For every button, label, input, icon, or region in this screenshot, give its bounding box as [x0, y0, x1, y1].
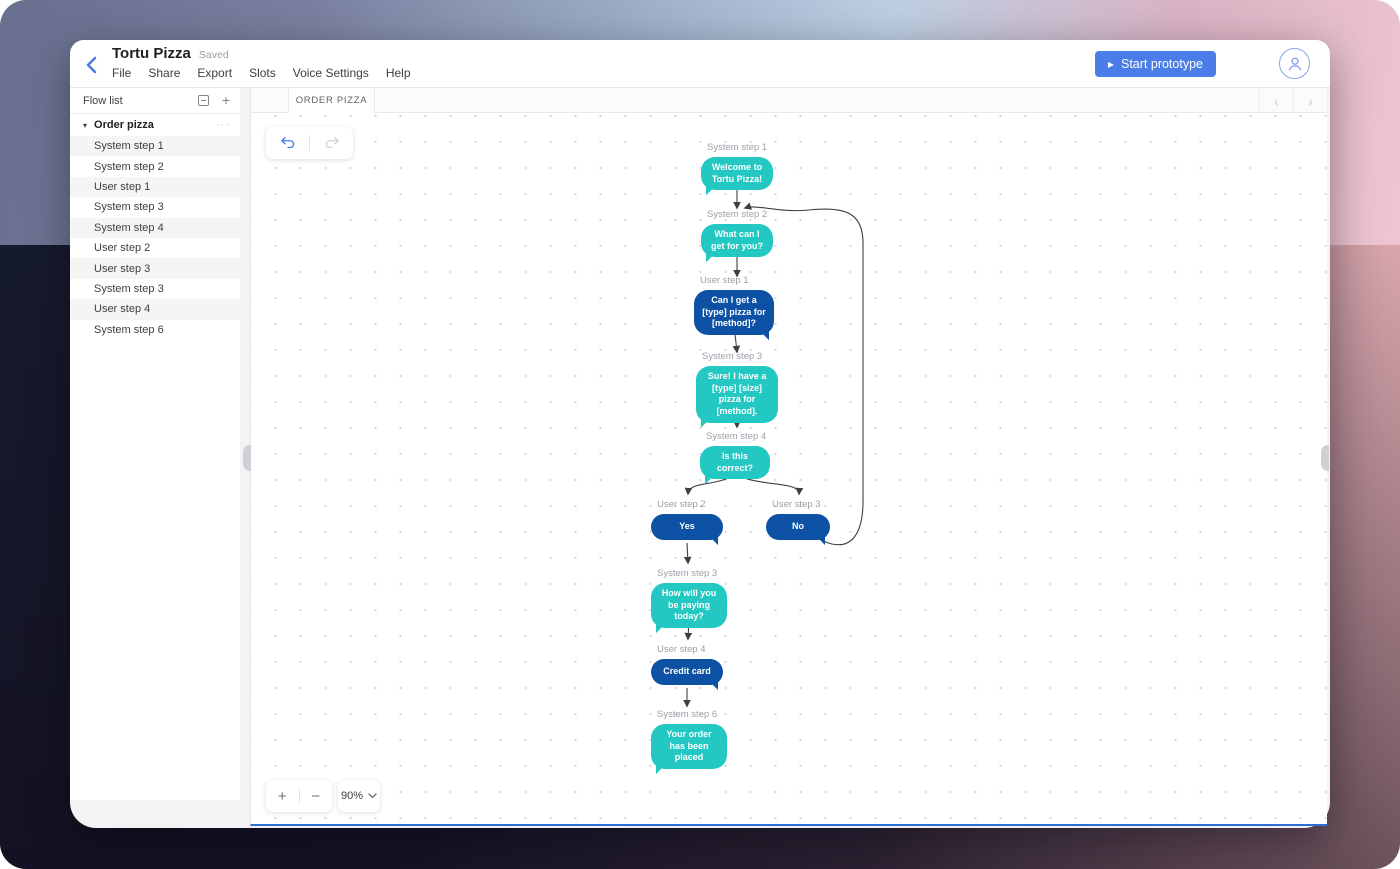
sidebar-collapse-handle[interactable] — [243, 445, 251, 471]
panel-divider — [309, 135, 310, 151]
node-label: User step 2 — [657, 499, 706, 510]
flow-node: System step 6 Your order has been placed — [651, 709, 727, 770]
redo-icon — [325, 137, 339, 149]
list-item[interactable]: System step 3 — [94, 201, 164, 214]
list-item[interactable]: System step 1 — [70, 136, 240, 157]
node-bubble[interactable]: Welcome to Tortu Pizza! — [701, 157, 773, 191]
list-item[interactable]: System step 6 — [94, 323, 164, 336]
zoom-panel: + − — [266, 780, 332, 812]
node-bubble[interactable]: Your order has been placed — [651, 724, 727, 770]
step-list: System step 1 System step 2 User step 1 … — [70, 136, 240, 340]
flow-node: User step 3 No — [766, 499, 830, 540]
flow-node: User step 1 Can I get a [type] pizza for… — [694, 275, 774, 336]
flow-canvas[interactable]: System step 1 Welcome to Tortu Pizza! Sy… — [251, 113, 1327, 824]
undo-icon — [280, 137, 294, 149]
node-label: System step 3 — [657, 568, 718, 579]
app-header: Tortu Pizza Saved File Share Export Slots… — [70, 40, 1330, 88]
menu-voice-settings[interactable]: Voice Settings — [292, 66, 369, 80]
node-bubble[interactable]: Is this correct? — [700, 446, 770, 480]
tab-order-pizza[interactable]: ORDER PIZZA — [288, 88, 375, 113]
saved-status: Saved — [198, 49, 229, 61]
node-label: System step 1 — [707, 142, 768, 153]
undo-redo-panel — [266, 127, 353, 159]
panel-divider — [298, 788, 300, 804]
panel-collapse-handle[interactable] — [1321, 445, 1329, 471]
flow-node: System step 1 Welcome to Tortu Pizza! — [701, 142, 773, 191]
canvas-sheet: ORDER PIZZA ‹ › — [250, 88, 1327, 826]
app-window: Tortu Pizza Saved File Share Export Slots… — [70, 40, 1330, 828]
start-prototype-button[interactable]: ▶ Start prototype — [1094, 51, 1216, 77]
node-bubble[interactable]: No — [766, 514, 830, 540]
back-chevron-icon — [86, 56, 97, 74]
tab-bar: ORDER PIZZA ‹ › — [251, 88, 1327, 113]
back-button[interactable] — [80, 52, 106, 78]
node-label: User step 4 — [657, 644, 706, 655]
undo-button[interactable] — [266, 127, 309, 159]
flow-node: System step 3 Sure! I have a [type] [siz… — [696, 351, 778, 423]
play-icon: ▶ — [1107, 59, 1114, 69]
flow-group-order-pizza[interactable]: ▾ Order pizza ··· — [70, 114, 240, 136]
node-bubble[interactable]: How will you be paying today? — [651, 583, 727, 629]
flow-list-sidebar: Flow list + ▾ Order pizza ··· System ste… — [70, 88, 240, 800]
flow-list-header: Flow list + — [70, 88, 240, 114]
caret-down-icon[interactable]: ▾ — [83, 120, 88, 130]
flow-node: User step 4 Credit card — [651, 644, 723, 685]
flow-list-title: Flow list — [83, 94, 123, 107]
list-item[interactable]: User step 3 — [70, 258, 240, 279]
start-prototype-label: Start prototype — [1121, 57, 1203, 71]
list-item[interactable]: User step 1 — [70, 176, 240, 198]
tab-scroll-left-icon[interactable]: ‹ — [1259, 88, 1293, 113]
zoom-out-button[interactable]: − — [311, 787, 321, 805]
node-label: System step 2 — [707, 209, 768, 220]
list-item[interactable]: System step 4 — [70, 217, 240, 238]
person-icon — [1288, 56, 1301, 71]
project-title: Tortu Pizza — [112, 45, 191, 62]
zoom-level-value: 90% — [340, 790, 364, 802]
menu-bar: File Share Export Slots Voice Settings H… — [112, 66, 411, 80]
flow-node: User step 2 Yes — [651, 499, 723, 540]
tab-scroll-right-icon[interactable]: › — [1293, 88, 1327, 113]
node-bubble[interactable]: What can I get for you? — [701, 224, 773, 258]
node-bubble[interactable]: Credit card — [651, 659, 723, 685]
collapse-all-icon[interactable] — [197, 95, 209, 106]
flow-node: System step 3 How will you be paying tod… — [651, 568, 727, 629]
flow-node: System step 2 What can I get for you? — [701, 209, 773, 258]
menu-export[interactable]: Export — [197, 66, 233, 80]
flow-node: System step 4 Is this correct? — [700, 431, 770, 480]
list-item[interactable]: System step 2 — [94, 160, 164, 173]
flow-group-label: Order pizza — [94, 119, 154, 131]
zoom-level-dropdown[interactable]: 90% — [338, 780, 380, 812]
node-label: User step 3 — [772, 499, 821, 510]
add-flow-icon[interactable]: + — [221, 92, 230, 108]
flow-options-icon[interactable]: ··· — [216, 119, 230, 131]
list-item[interactable]: System step 3 — [94, 282, 164, 295]
menu-file[interactable]: File — [112, 66, 132, 80]
redo-button[interactable] — [310, 127, 353, 159]
list-item[interactable]: User step 4 — [70, 299, 240, 320]
node-bubble[interactable]: Yes — [651, 514, 723, 540]
menu-help[interactable]: Help — [385, 66, 411, 80]
node-label: System step 6 — [657, 709, 718, 720]
menu-slots[interactable]: Slots — [249, 66, 276, 80]
node-label: System step 4 — [706, 431, 767, 442]
flow-edges — [683, 190, 864, 708]
node-bubble[interactable]: Sure! I have a [type] [size] pizza for [… — [696, 366, 778, 423]
chevron-down-icon — [368, 793, 377, 799]
user-avatar[interactable] — [1279, 48, 1310, 79]
list-item[interactable]: User step 2 — [94, 242, 151, 255]
menu-share[interactable]: Share — [148, 66, 181, 80]
zoom-in-button[interactable]: + — [277, 787, 287, 805]
node-label: User step 1 — [700, 275, 749, 286]
node-label: System step 3 — [702, 351, 763, 362]
node-bubble[interactable]: Can I get a [type] pizza for [method]? — [694, 290, 774, 336]
